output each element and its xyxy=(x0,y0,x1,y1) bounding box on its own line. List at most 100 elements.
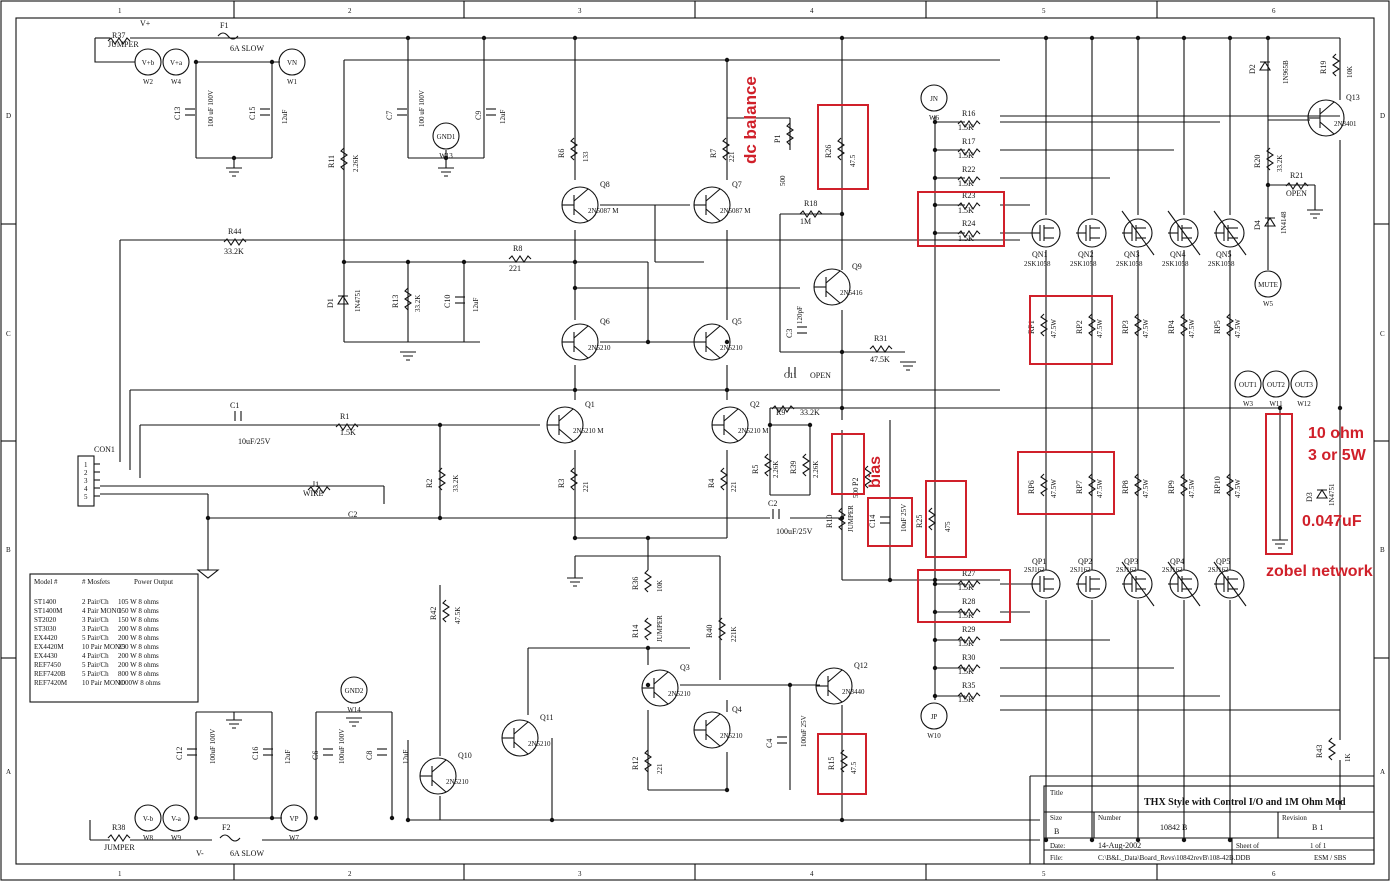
component-value: 10uF/25V xyxy=(238,437,271,446)
testpoint-w8: V-bW8 xyxy=(134,804,162,842)
transistor-label: Q5 xyxy=(732,317,742,326)
component-label: C3 xyxy=(785,329,794,338)
border-column-label: 5 xyxy=(1042,870,1046,878)
model-table-cell: 200 W 8 ohms xyxy=(118,652,159,660)
testpoint-name: GND2 xyxy=(345,687,364,695)
component-value: 10K xyxy=(656,580,664,592)
component-label: R42 xyxy=(429,607,438,620)
border-row-label: D xyxy=(1380,112,1385,120)
testpoint-w2: V+bW2 xyxy=(134,48,162,86)
mosfet-label: QP4 xyxy=(1170,557,1184,566)
junction-dot xyxy=(572,535,578,541)
model-table-cell: 150 W 8 ohms xyxy=(118,607,159,615)
component-value: 47.5W xyxy=(1050,319,1058,338)
component-value: 1.5K xyxy=(958,611,974,620)
component-label: C8 xyxy=(365,751,374,760)
component-value: JUMPER xyxy=(108,40,139,49)
component-value: 1N4148 xyxy=(1280,211,1288,234)
junction-dot xyxy=(887,577,893,583)
component-value: 221K xyxy=(730,626,738,642)
component-value: 12uF xyxy=(281,110,289,125)
border-column-label: 1 xyxy=(118,7,122,15)
mosfet-part: 2SJ162 xyxy=(1070,566,1091,574)
component-label: C7 xyxy=(385,111,394,120)
component-label: RP8 xyxy=(1121,480,1130,494)
border-column-label: 6 xyxy=(1272,7,1276,15)
component-label: R4 xyxy=(707,479,716,488)
component-value: 133 xyxy=(582,151,590,162)
component-label: C1 xyxy=(230,401,239,410)
mosfet-label: QN2 xyxy=(1078,250,1094,259)
component-value: 47.5W xyxy=(1188,319,1196,338)
model-table-cell: ST3030 xyxy=(34,625,57,633)
component-label: R27 xyxy=(962,569,975,578)
size-label: Size xyxy=(1050,814,1062,822)
component-value: 47.5W xyxy=(1142,479,1150,498)
component-c1: C1 10uF/25V xyxy=(230,401,271,446)
testpoint-name: V-a xyxy=(171,815,182,823)
testpoint-name: V+b xyxy=(142,59,155,67)
component-label: R10 xyxy=(825,515,834,528)
junction-dot xyxy=(839,35,845,41)
model-table-cell: 10 Pair MONO xyxy=(82,643,125,651)
junction-dot xyxy=(932,202,938,208)
transistor-part: 2N5087 M xyxy=(588,207,619,215)
component-label: R31 xyxy=(874,334,887,343)
junction-dot xyxy=(1089,35,1095,41)
model-table-cell: 5 Pair/Ch xyxy=(82,670,109,678)
component-value: 47.5W xyxy=(1188,479,1196,498)
border-row-label: D xyxy=(6,112,11,120)
junction-dot xyxy=(932,119,938,125)
component-value: 221 xyxy=(730,481,738,492)
model-table-cell: REF7420M xyxy=(34,679,68,687)
testpoint-w9: V-aW9 xyxy=(162,804,190,842)
transistor-label: Q12 xyxy=(854,661,868,670)
component-value: 33.2K xyxy=(414,295,422,312)
junction-dot xyxy=(1337,405,1343,411)
component-value: 500 xyxy=(852,487,860,498)
component-value: 47.5W xyxy=(1234,479,1242,498)
junction-dot xyxy=(461,259,467,265)
component-value: 100 uF 100V xyxy=(418,90,426,127)
mosfet-part: 2SJ162 xyxy=(1162,566,1183,574)
component-value: 47.5W xyxy=(1234,319,1242,338)
component-label: R17 xyxy=(962,137,975,146)
component-label: R44 xyxy=(228,227,241,236)
component-value: 1.5K xyxy=(958,583,974,592)
component-label: R25 xyxy=(915,515,924,528)
border-column-label: 4 xyxy=(810,7,814,15)
component-label: R37 xyxy=(112,31,125,40)
component-value: 1N4751 xyxy=(1328,483,1336,506)
component-c7: C7 100 uF 100V xyxy=(385,90,426,127)
testpoint-label: W11 xyxy=(1269,400,1283,408)
junction-dot xyxy=(193,815,199,821)
component-value: 1N965B xyxy=(1282,60,1290,84)
component-label: R20 xyxy=(1253,155,1262,168)
label-c2: C2 xyxy=(348,510,357,519)
model-table-cell: 150 W 8 ohms xyxy=(118,616,159,624)
component-value: 1.5K xyxy=(340,428,356,437)
component-value: 1K xyxy=(1344,753,1352,762)
testpoint-name: MUTE xyxy=(1258,281,1278,289)
component-value: 12uF xyxy=(499,110,507,125)
junction-dot xyxy=(572,387,578,393)
transistor-part: 2N5210 xyxy=(588,344,611,352)
connector-pin-label: 3 xyxy=(84,477,88,485)
component-label: R6 xyxy=(557,149,566,158)
